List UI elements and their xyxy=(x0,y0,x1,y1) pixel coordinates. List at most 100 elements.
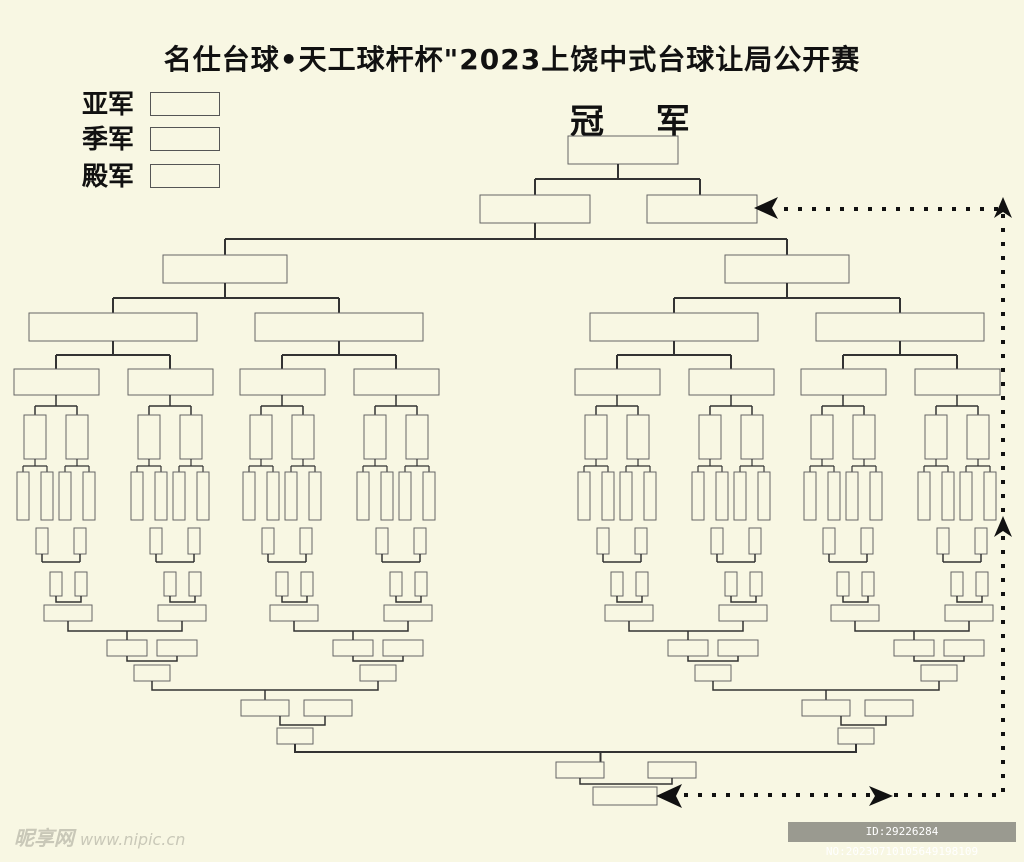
loser-slot-box[interactable] xyxy=(332,639,374,657)
round32-box[interactable] xyxy=(966,414,990,460)
round32-box[interactable] xyxy=(291,414,315,460)
loser-final-box[interactable] xyxy=(647,761,697,779)
round64-box[interactable] xyxy=(154,471,168,521)
round64-box[interactable] xyxy=(803,471,817,521)
round16-box[interactable] xyxy=(800,368,887,396)
third-place-box[interactable] xyxy=(150,127,220,151)
round64-box[interactable] xyxy=(284,471,298,521)
round64-box[interactable] xyxy=(380,471,394,521)
loser-slot-box[interactable] xyxy=(974,527,988,555)
loser-slot-box[interactable] xyxy=(389,571,403,597)
round64-box[interactable] xyxy=(422,471,436,521)
loser-slot-box[interactable] xyxy=(375,527,389,555)
loser-slot-box[interactable] xyxy=(610,571,624,597)
round16-box[interactable] xyxy=(574,368,661,396)
round64-box[interactable] xyxy=(869,471,883,521)
loser-slot-box[interactable] xyxy=(261,527,275,555)
loser-slot-box[interactable] xyxy=(936,527,950,555)
loser-slot-box[interactable] xyxy=(822,527,836,555)
round32-box[interactable] xyxy=(249,414,273,460)
round64-box[interactable] xyxy=(577,471,591,521)
round32-box[interactable] xyxy=(740,414,764,460)
loser-slot-box[interactable] xyxy=(950,571,964,597)
loser-slot-box[interactable] xyxy=(634,527,648,555)
round64-box[interactable] xyxy=(845,471,859,521)
round16-box[interactable] xyxy=(688,368,775,396)
loser-slot-box[interactable] xyxy=(748,527,762,555)
loser-slot-box[interactable] xyxy=(157,604,207,622)
round16-box[interactable] xyxy=(127,368,214,396)
loser-slot-box[interactable] xyxy=(383,604,433,622)
loser-slot-box[interactable] xyxy=(276,727,314,745)
loser-slot-box[interactable] xyxy=(269,604,319,622)
round32-box[interactable] xyxy=(65,414,89,460)
round32-box[interactable] xyxy=(852,414,876,460)
loser-slot-box[interactable] xyxy=(710,527,724,555)
loser-slot-box[interactable] xyxy=(801,699,851,717)
champion-box[interactable] xyxy=(567,135,679,165)
round16-box[interactable] xyxy=(239,368,326,396)
round64-box[interactable] xyxy=(16,471,30,521)
round64-box[interactable] xyxy=(196,471,210,521)
loser-slot-box[interactable] xyxy=(35,527,49,555)
fourth-place-box[interactable] xyxy=(150,164,220,188)
round64-box[interactable] xyxy=(757,471,771,521)
semifinal-box[interactable] xyxy=(162,254,288,284)
round64-box[interactable] xyxy=(242,471,256,521)
loser-final-box[interactable] xyxy=(555,761,605,779)
loser-slot-box[interactable] xyxy=(414,571,428,597)
loser-slot-box[interactable] xyxy=(860,527,874,555)
runner-up-box[interactable] xyxy=(150,92,220,116)
loser-slot-box[interactable] xyxy=(667,639,709,657)
round16-box[interactable] xyxy=(914,368,1001,396)
loser-slot-box[interactable] xyxy=(299,527,313,555)
loser-slot-box[interactable] xyxy=(596,527,610,555)
loser-slot-box[interactable] xyxy=(749,571,763,597)
loser-slot-box[interactable] xyxy=(275,571,289,597)
loser-slot-box[interactable] xyxy=(830,604,880,622)
loser-slot-box[interactable] xyxy=(413,527,427,555)
loser-slot-box[interactable] xyxy=(43,604,93,622)
loser-slot-box[interactable] xyxy=(604,604,654,622)
round64-box[interactable] xyxy=(827,471,841,521)
loser-slot-box[interactable] xyxy=(718,604,768,622)
round32-box[interactable] xyxy=(137,414,161,460)
round64-box[interactable] xyxy=(959,471,973,521)
quarterfinal-box[interactable] xyxy=(254,312,424,342)
loser-slot-box[interactable] xyxy=(73,527,87,555)
loser-slot-box[interactable] xyxy=(717,639,759,657)
loser-slot-box[interactable] xyxy=(156,639,198,657)
round32-box[interactable] xyxy=(626,414,650,460)
round64-box[interactable] xyxy=(266,471,280,521)
round64-box[interactable] xyxy=(601,471,615,521)
round32-box[interactable] xyxy=(23,414,47,460)
loser-slot-box[interactable] xyxy=(303,699,353,717)
loser-slot-box[interactable] xyxy=(300,571,314,597)
loser-slot-box[interactable] xyxy=(149,527,163,555)
round32-box[interactable] xyxy=(924,414,948,460)
loser-slot-box[interactable] xyxy=(240,699,290,717)
round32-box[interactable] xyxy=(584,414,608,460)
round32-box[interactable] xyxy=(363,414,387,460)
round64-box[interactable] xyxy=(398,471,412,521)
grand-final-box[interactable] xyxy=(592,786,658,806)
final-right-box[interactable] xyxy=(646,194,758,224)
loser-slot-box[interactable] xyxy=(106,639,148,657)
loser-slot-box[interactable] xyxy=(694,664,732,682)
round64-box[interactable] xyxy=(40,471,54,521)
loser-slot-box[interactable] xyxy=(188,571,202,597)
round16-box[interactable] xyxy=(353,368,440,396)
loser-slot-box[interactable] xyxy=(187,527,201,555)
round64-box[interactable] xyxy=(733,471,747,521)
loser-slot-box[interactable] xyxy=(944,604,994,622)
loser-slot-box[interactable] xyxy=(382,639,424,657)
final-left-box[interactable] xyxy=(479,194,591,224)
loser-slot-box[interactable] xyxy=(861,571,875,597)
loser-slot-box[interactable] xyxy=(133,664,171,682)
round32-box[interactable] xyxy=(179,414,203,460)
loser-slot-box[interactable] xyxy=(724,571,738,597)
round64-box[interactable] xyxy=(172,471,186,521)
round64-box[interactable] xyxy=(917,471,931,521)
round64-box[interactable] xyxy=(619,471,633,521)
round64-box[interactable] xyxy=(691,471,705,521)
